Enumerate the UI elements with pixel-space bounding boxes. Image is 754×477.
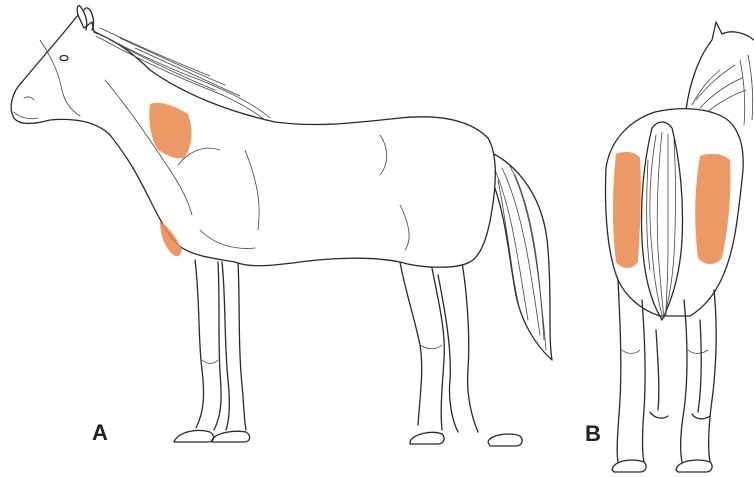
panel-a-label: A [92, 420, 108, 446]
panel-a-front-legs [174, 260, 221, 442]
panel-a-far-legs [212, 262, 522, 446]
panel-a-hind-legs [400, 262, 444, 444]
panel-b-label: B [585, 421, 601, 447]
panel-a-horse-lateral [11, 5, 552, 446]
panel-b-left-rump-zone [613, 152, 641, 268]
panel-b-horse-caudal [606, 22, 754, 472]
panel-a-body-outline [11, 15, 495, 267]
panel-a-tail [486, 150, 552, 360]
